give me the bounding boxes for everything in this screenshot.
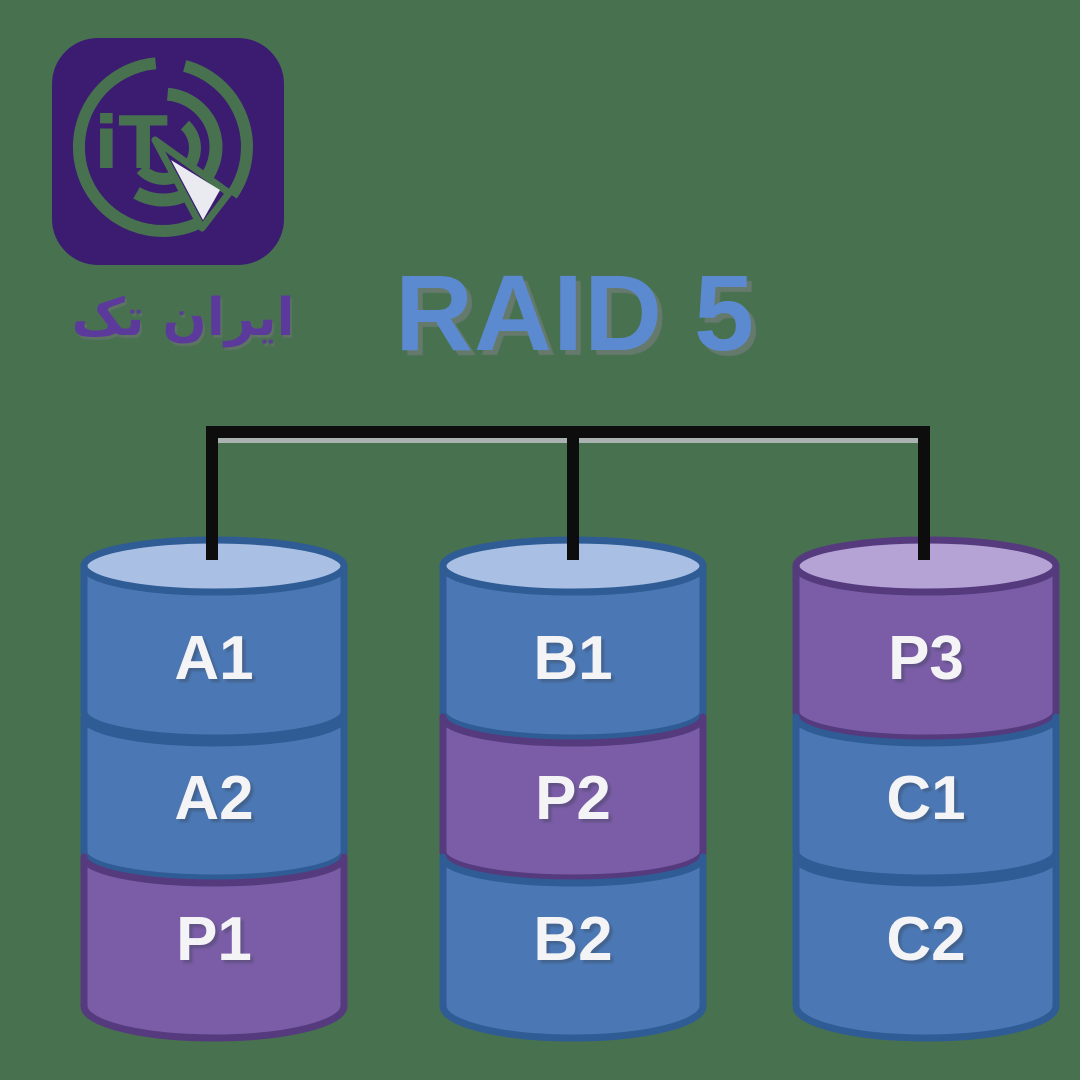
disk-segment: A1 (80, 536, 348, 742)
segment-label: P1 (176, 905, 252, 974)
disk-cylinder-3: P3 C1 C2 (792, 536, 1060, 1042)
segment-label: B1 (533, 624, 612, 693)
disk-cylinder-2: B1 P2 B2 (439, 536, 707, 1042)
connector-drop-line-1 (206, 426, 218, 560)
segment-label: P3 (888, 624, 964, 693)
segment-label: C2 (886, 905, 965, 974)
segment-label: B2 (533, 905, 612, 974)
disk-segment: A2 (80, 713, 348, 882)
connector-drop-line-3 (918, 426, 930, 560)
disk-segment: P1 (80, 853, 348, 1042)
disk-segment: P2 (439, 713, 707, 882)
irantech-logo: iT (52, 38, 284, 265)
page-title: RAID 5 (394, 252, 756, 373)
segment-label: P2 (535, 764, 611, 833)
disk-segment: B2 (439, 853, 707, 1042)
disk-segment: B1 (439, 536, 707, 742)
disk-segment: C2 (792, 853, 1060, 1042)
segment-label: A2 (174, 764, 253, 833)
connector-drop-line-2 (567, 426, 579, 560)
clock-hand-icon (151, 136, 233, 232)
segment-label: C1 (886, 764, 965, 833)
disk-segment: C1 (792, 713, 1060, 882)
logo-monogram: iT (94, 101, 168, 185)
disk-cylinder-1: A1 A2 P1 (80, 536, 348, 1042)
disk-segment: P3 (792, 536, 1060, 742)
segment-label: A1 (174, 624, 253, 693)
brand-text: ایران تک (71, 288, 295, 348)
